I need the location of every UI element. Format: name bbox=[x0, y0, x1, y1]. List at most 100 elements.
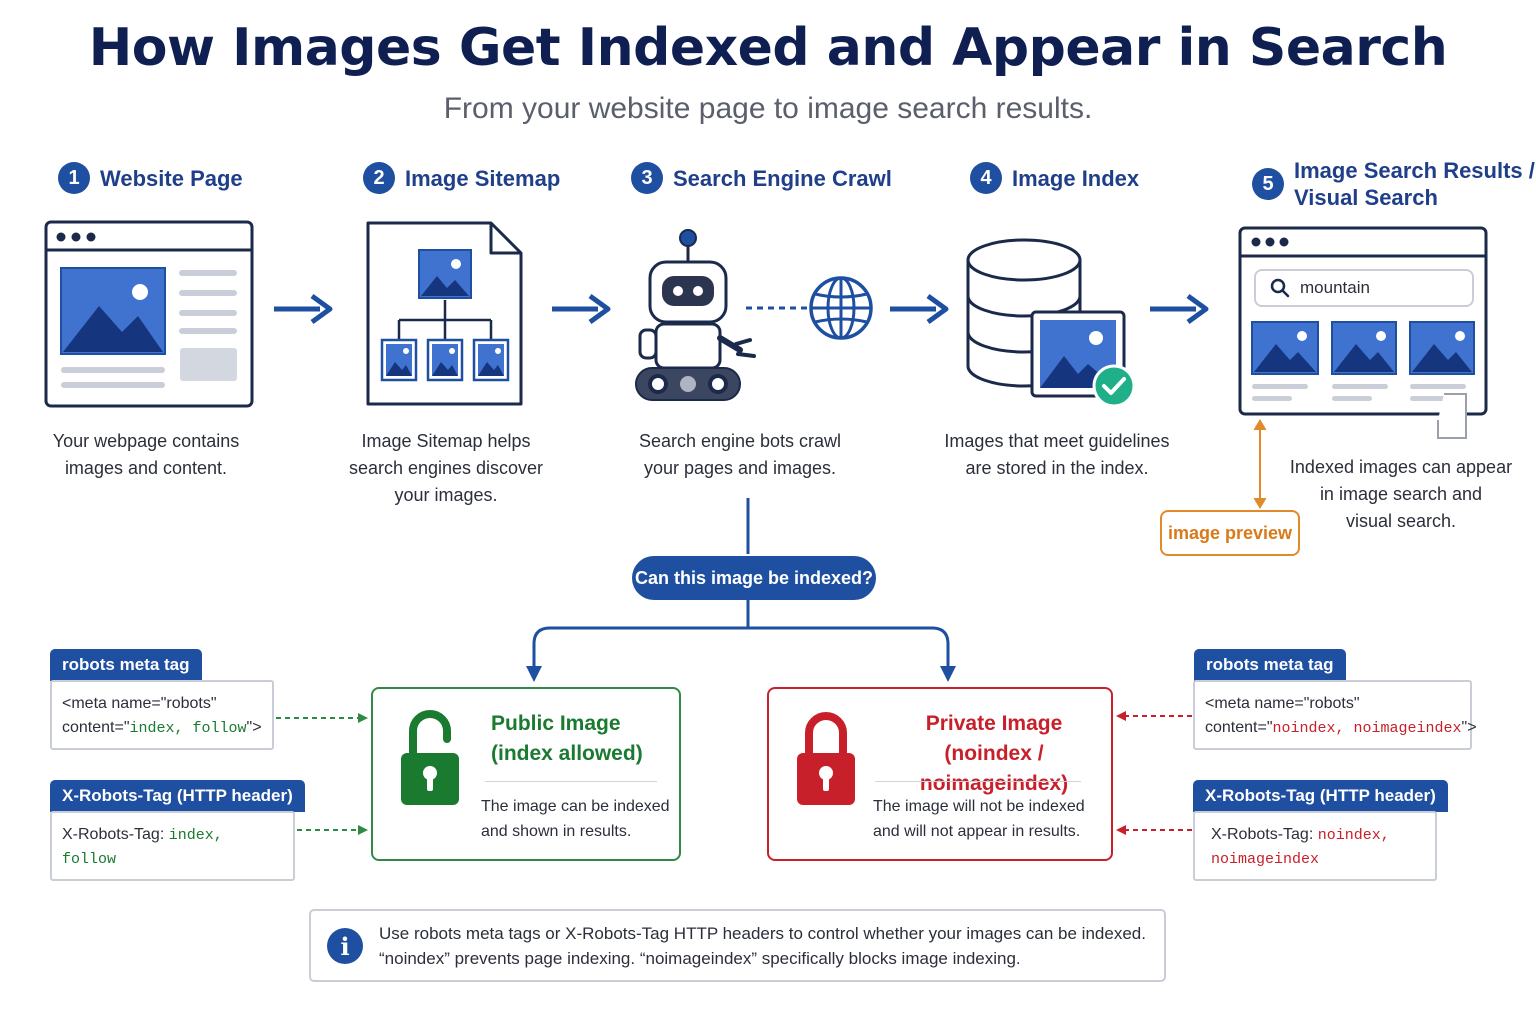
info-text: Use robots meta tags or X-Robots-Tag HTT… bbox=[379, 921, 1146, 971]
arrow-icon bbox=[552, 293, 611, 325]
search-input[interactable]: mountain bbox=[1254, 269, 1474, 307]
code-value: follow bbox=[62, 851, 117, 868]
arrow-icon bbox=[274, 293, 333, 325]
title-line: (noindex / noimageindex) bbox=[919, 742, 1069, 795]
private-image-title: Private Image (noindex / noimageindex) bbox=[877, 709, 1111, 799]
private-image-description: The image will not be indexed and will n… bbox=[873, 794, 1085, 844]
code-value: index, follow bbox=[129, 720, 247, 737]
description-line: and shown in results. bbox=[481, 823, 632, 840]
search-icon bbox=[1270, 278, 1290, 298]
info-icon: i bbox=[327, 928, 363, 964]
result-thumbnail bbox=[1331, 321, 1397, 375]
left-header-connector bbox=[297, 825, 368, 835]
step-3-header: 3 Search Engine Crawl bbox=[631, 162, 892, 194]
locked-padlock-icon bbox=[797, 712, 855, 805]
code-line: X-Robots-Tag: noindex, bbox=[1211, 823, 1425, 848]
step-3-description: Search engine bots crawl your pages and … bbox=[610, 428, 870, 482]
code-line: content="index, follow"> bbox=[62, 716, 262, 741]
website-page-icon bbox=[44, 220, 254, 408]
arrow-icon bbox=[890, 293, 949, 325]
description-line: images and content. bbox=[64, 458, 228, 478]
right-meta-connector bbox=[1116, 711, 1194, 721]
code-line: <meta name="robots" bbox=[1205, 695, 1360, 712]
image-preview-label: image preview bbox=[1160, 510, 1300, 556]
step-3-label: Search Engine Crawl bbox=[673, 165, 892, 191]
decision-question: Can this image be indexed? bbox=[632, 556, 876, 600]
description-line: are stored in the index. bbox=[965, 458, 1149, 478]
step-3-number: 3 bbox=[631, 162, 663, 194]
description-line: Images that meet guidelines bbox=[944, 431, 1170, 451]
unlocked-padlock-icon bbox=[401, 710, 459, 805]
code-line: content="noindex, noimageindex"> bbox=[1205, 716, 1477, 741]
step-2-label: Image Sitemap bbox=[405, 165, 561, 191]
public-image-description: The image can be indexed and shown in re… bbox=[481, 794, 670, 844]
step-1-label: Website Page bbox=[100, 165, 243, 191]
step-2-header: 2 Image Sitemap bbox=[363, 162, 560, 194]
sitemap-child-image bbox=[426, 338, 464, 382]
step-4-label: Image Index bbox=[1012, 165, 1140, 191]
result-thumbnail bbox=[1251, 321, 1319, 375]
sitemap-child-image bbox=[380, 338, 418, 382]
code-key: content=" bbox=[62, 719, 130, 736]
image-preview-connector bbox=[1253, 419, 1267, 509]
description-line: search engines discover bbox=[348, 458, 544, 478]
code-key: content=" bbox=[1205, 719, 1273, 736]
step-5-header: 5 Image Search Results / Visual Search bbox=[1252, 157, 1535, 211]
code-key: X-Robots-Tag: bbox=[62, 826, 169, 843]
step-5-label: Image Search Results / Visual Search bbox=[1294, 157, 1535, 211]
page-subtitle: From your website page to image search r… bbox=[443, 92, 1093, 125]
globe-icon bbox=[809, 276, 873, 340]
step-5-label-line: Visual Search bbox=[1294, 185, 1438, 210]
info-note: i Use robots meta tags or X-Robots-Tag H… bbox=[309, 909, 1166, 982]
right-header-tag-tab: X-Robots-Tag (HTTP header) bbox=[1193, 780, 1448, 812]
public-image-title: Public Image (index allowed) bbox=[491, 709, 643, 769]
step-1-description: Your webpage contains images and content… bbox=[26, 428, 266, 482]
decision-connector bbox=[526, 498, 956, 682]
right-header-tag-code: X-Robots-Tag: noindex, noimageindex bbox=[1193, 811, 1437, 881]
public-image-card: Public Image (index allowed) The image c… bbox=[371, 687, 681, 861]
step-4-number: 4 bbox=[970, 162, 1002, 194]
step-4-header: 4 Image Index bbox=[970, 162, 1139, 194]
step-4-description: Images that meet guidelines are stored i… bbox=[922, 428, 1192, 482]
image-index-icon bbox=[966, 238, 1136, 408]
description-line: your images. bbox=[394, 485, 498, 505]
arrow-icon bbox=[1150, 293, 1209, 325]
step-5-description: Indexed images can appear in image searc… bbox=[1280, 454, 1522, 535]
left-meta-tag-code: <meta name="robots" content="index, foll… bbox=[50, 680, 274, 750]
left-meta-tag-tab: robots meta tag bbox=[50, 649, 202, 681]
description-line: in image search and bbox=[1319, 484, 1483, 504]
left-header-tag-code: X-Robots-Tag: index, follow bbox=[50, 811, 295, 881]
crawler-robot-icon bbox=[635, 229, 756, 401]
title-line: Public Image bbox=[491, 712, 621, 735]
code-suffix: "> bbox=[246, 719, 262, 736]
step-5-label-line: Image Search Results / bbox=[1294, 158, 1535, 183]
right-meta-tag-code: <meta name="robots" content="noindex, no… bbox=[1193, 680, 1477, 750]
right-header-connector bbox=[1116, 825, 1194, 835]
description-line: and will not appear in results. bbox=[873, 823, 1081, 840]
search-query: mountain bbox=[1300, 278, 1370, 297]
code-line: X-Robots-Tag: index, bbox=[62, 823, 283, 848]
private-image-card: Private Image (noindex / noimageindex) T… bbox=[767, 687, 1113, 861]
code-line: <meta name="robots" bbox=[62, 695, 217, 712]
divider bbox=[875, 781, 1081, 782]
description-line: The image can be indexed bbox=[481, 798, 670, 815]
description-line: Search engine bots crawl bbox=[638, 431, 842, 451]
right-meta-tag-tab: robots meta tag bbox=[1194, 649, 1346, 681]
step-1-header: 1 Website Page bbox=[58, 162, 243, 194]
image-sitemap-icon bbox=[366, 221, 523, 406]
step-2-number: 2 bbox=[363, 162, 395, 194]
step-2-description: Image Sitemap helps search engines disco… bbox=[326, 428, 566, 509]
left-header-tag-tab: X-Robots-Tag (HTTP header) bbox=[50, 780, 305, 812]
browser-frame bbox=[1238, 226, 1488, 439]
description-line: Image Sitemap helps bbox=[361, 431, 531, 451]
code-suffix: "> bbox=[1461, 719, 1477, 736]
crawl-connection-line bbox=[746, 306, 808, 310]
description-line: The image will not be indexed bbox=[873, 798, 1085, 815]
result-thumbnail bbox=[1409, 321, 1475, 375]
title-line: (index allowed) bbox=[491, 742, 643, 765]
code-value: noimageindex bbox=[1211, 851, 1320, 868]
description-line: Indexed images can appear bbox=[1289, 457, 1513, 477]
step-5-number: 5 bbox=[1252, 168, 1284, 200]
left-meta-connector bbox=[276, 713, 368, 723]
description-line: visual search. bbox=[1345, 511, 1457, 531]
